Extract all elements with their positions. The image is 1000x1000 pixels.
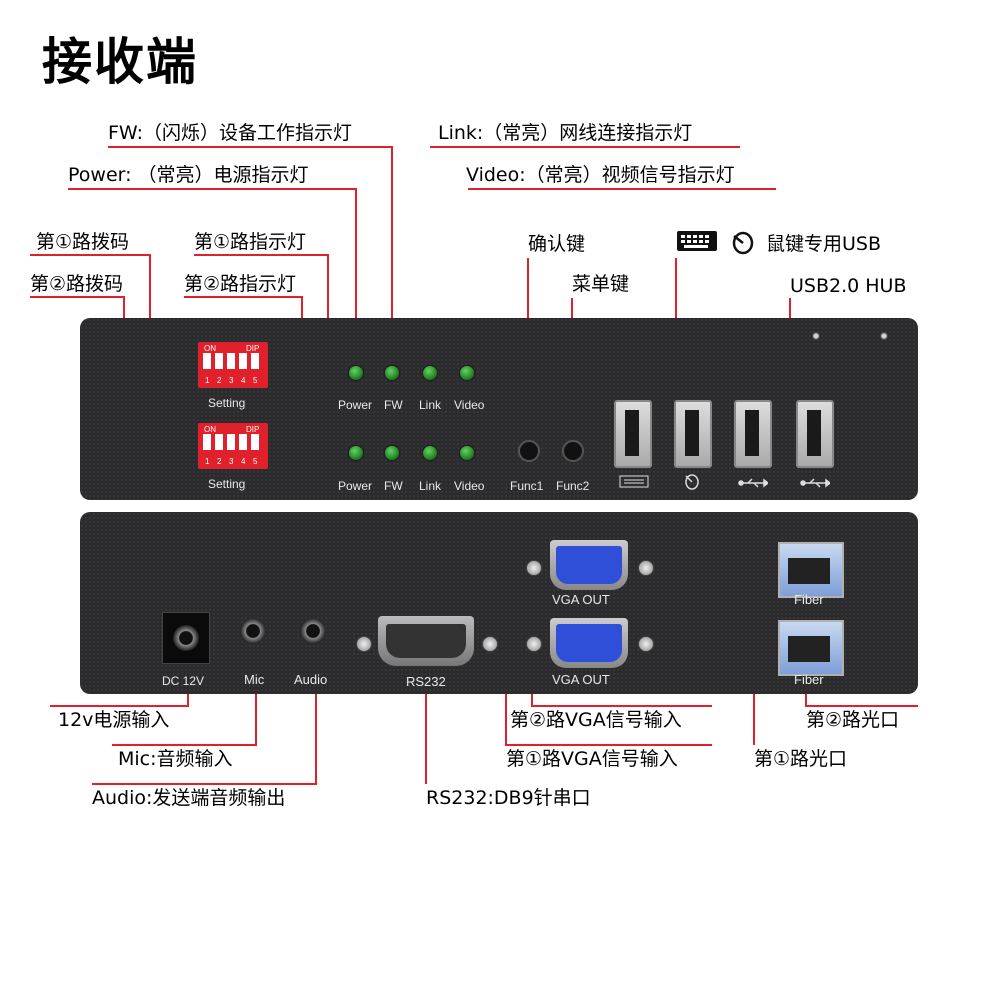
callout-video: Video:（常亮）视频信号指示灯 <box>466 164 735 186</box>
vga-out-label-1: VGA OUT <box>552 592 610 607</box>
dc-jack[interactable] <box>162 612 210 664</box>
mic-label: Mic <box>244 672 265 687</box>
func1-label: Func1 <box>510 479 544 493</box>
callout-rs232: RS232:DB9针串口 <box>426 787 591 809</box>
mic-jack[interactable] <box>240 618 266 644</box>
vga-out-port-2[interactable] <box>550 618 628 668</box>
callout-menu: 菜单键 <box>572 273 630 295</box>
callout-led1: 第①路指示灯 <box>194 231 307 253</box>
callout-dip2: 第②路拨码 <box>30 273 124 295</box>
callout-usb-hub: USB2.0 HUB <box>790 275 907 297</box>
line-fw <box>108 146 393 358</box>
usb-icon <box>800 478 830 488</box>
screw <box>526 636 542 652</box>
fiber-port-2[interactable] <box>778 620 844 676</box>
usb-port-hub-1[interactable] <box>734 400 772 468</box>
led-label-power-2: Power <box>338 479 373 493</box>
setting-label-2: Setting <box>208 477 246 491</box>
usb-icon <box>738 478 768 488</box>
link-led-2 <box>423 446 437 460</box>
audio-label: Audio <box>294 672 328 687</box>
dc-label: DC 12V <box>162 674 205 688</box>
fiber-label-1: Fiber <box>794 592 824 607</box>
dip-switch-1[interactable]: ON DIP 1 2 3 4 5 <box>198 342 268 388</box>
page-title: 接收端 <box>42 33 198 91</box>
fw-led-1 <box>385 366 399 380</box>
video-led-1 <box>460 366 474 380</box>
callout-confirm: 确认键 <box>528 233 586 255</box>
screw <box>526 560 542 576</box>
usb-port-hub-2[interactable] <box>796 400 834 468</box>
callout-fiber2: 第②路光口 <box>806 709 900 731</box>
mouse-icon <box>685 474 699 490</box>
hole <box>812 332 820 340</box>
led-label-fw-2: FW <box>384 479 403 493</box>
vga-out-port-1[interactable] <box>550 540 628 590</box>
dip-switch-2[interactable]: ON DIP 1 2 3 4 5 <box>198 423 268 469</box>
video-led-2 <box>460 446 474 460</box>
func2-label: Func2 <box>556 479 590 493</box>
screw <box>356 636 372 652</box>
setting-label-1: Setting <box>208 396 246 410</box>
fw-led-2 <box>385 446 399 460</box>
led-label-power: Power <box>338 398 373 412</box>
rear-panel: DC 12V Mic Audio RS232 VGA OUT VGA OUT F… <box>80 512 918 694</box>
usb-port-mouse[interactable] <box>674 400 712 468</box>
led-label-link: Link <box>419 398 442 412</box>
rs232-label: RS232 <box>406 674 446 689</box>
callout-vga1: 第①路VGA信号输入 <box>506 748 678 770</box>
callout-link: Link:（常亮）网线连接指示灯 <box>438 122 693 144</box>
screw <box>482 636 498 652</box>
vga-out-label-2: VGA OUT <box>552 672 610 687</box>
fiber-port-1[interactable] <box>778 542 844 598</box>
line-power <box>68 188 357 358</box>
callout-fw: FW:（闪烁）设备工作指示灯 <box>108 122 353 144</box>
audio-jack[interactable] <box>300 618 326 644</box>
func2-button[interactable] <box>562 440 584 462</box>
screw <box>638 560 654 576</box>
front-panel: ON DIP 1 2 3 4 5 Setting ON DIP 1 2 3 4 … <box>80 318 918 500</box>
callout-dip1: 第①路拨码 <box>36 231 130 253</box>
power-led-2 <box>349 446 363 460</box>
link-led-1 <box>423 366 437 380</box>
callout-audio-out: Audio:发送端音频输出 <box>92 787 286 809</box>
rs232-port[interactable] <box>378 616 474 666</box>
func1-button[interactable] <box>518 440 540 462</box>
keyboard-icon <box>619 475 649 488</box>
callout-power-in: 12v电源输入 <box>58 709 170 731</box>
keyboard-icon <box>677 231 717 251</box>
callout-vga2: 第②路VGA信号输入 <box>510 709 682 731</box>
screw <box>638 636 654 652</box>
hole <box>880 332 888 340</box>
led-label-video-2: Video <box>454 479 485 493</box>
callout-fiber1: 第①路光口 <box>754 748 848 770</box>
power-led-1 <box>349 366 363 380</box>
fiber-label-2: Fiber <box>794 672 824 687</box>
line-audio <box>92 650 317 785</box>
callout-led2: 第②路指示灯 <box>184 273 297 295</box>
led-label-fw: FW <box>384 398 403 412</box>
callout-kbd-mouse-usb: 鼠键专用USB <box>766 233 882 255</box>
mouse-icon <box>732 231 754 255</box>
callout-power: Power: （常亮）电源指示灯 <box>68 164 309 186</box>
led-label-video: Video <box>454 398 485 412</box>
usb-port-keyboard[interactable] <box>614 400 652 468</box>
callout-mic-in: Mic:音频输入 <box>118 748 233 770</box>
led-label-link-2: Link <box>419 479 442 493</box>
